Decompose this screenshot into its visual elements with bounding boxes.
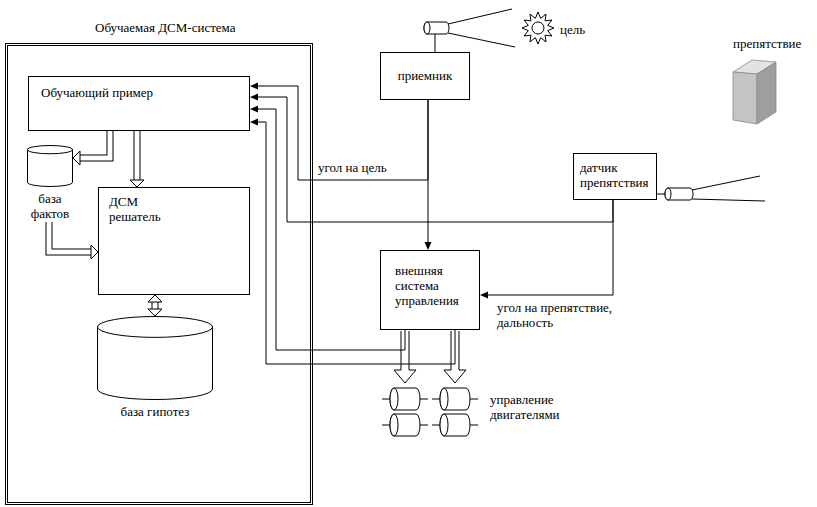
arrow-shaft-outline (134, 131, 141, 180)
cylinder-outline (97, 316, 213, 400)
database-label: база фактов (28, 191, 72, 221)
cylinder-top (98, 317, 213, 338)
box-label: ДСМ решатель (109, 194, 179, 224)
box-label: датчик препятствия (580, 160, 650, 190)
arrow-head (148, 309, 162, 316)
box-label: приемник (398, 68, 453, 83)
arrow-head (148, 295, 162, 302)
controller-box: внешняя система управления (380, 250, 480, 330)
part-label: цель (560, 22, 585, 37)
system-frame: Обучаемая ДСМ-системаОбучающий пример баз… (5, 20, 313, 505)
signal-arrow (425, 100, 432, 250)
signal-line (258, 86, 428, 180)
sensor-box: датчик препятствия (573, 153, 657, 200)
target-sun (522, 12, 554, 44)
arrow-shaft-fill (153, 302, 158, 309)
arrow-head (250, 94, 258, 101)
hollow-arrow (73, 131, 110, 165)
arrow-shaft-outline (49, 222, 91, 252)
camera-icon (424, 9, 515, 52)
signal-line (488, 200, 613, 295)
arrow-head (250, 119, 258, 126)
part-label: управление двигателями (490, 392, 580, 422)
receiver-box: приемник (380, 52, 470, 100)
hollow-arrow (49, 222, 98, 259)
process-box: ДСМ решатель (98, 187, 250, 295)
database-cylinder: база фактов (27, 145, 73, 222)
arrow-shaft-fill (135, 131, 140, 180)
process-box: Обучающий пример (28, 76, 250, 131)
arrow-shaft-fill (49, 222, 91, 252)
arrow-head (250, 83, 258, 90)
database-label: база гипотез (121, 404, 190, 419)
cylinder-top (28, 146, 73, 154)
part-label: препятствие (733, 36, 801, 51)
arrow-head (250, 106, 258, 113)
signal-line (428, 100, 429, 242)
arrow-head (73, 151, 80, 165)
arrow-shaft-outline (80, 131, 110, 158)
box-label: Обучающий пример (41, 85, 153, 100)
motor-symbol (382, 388, 478, 436)
box-label: внешняя система управления (395, 263, 465, 308)
signal-arrow (480, 200, 613, 299)
database-cylinder: база гипотез (97, 316, 213, 420)
cylinder-outline (27, 145, 73, 187)
signal-label: угол на препятствие, дальность (497, 300, 632, 330)
hollow-arrow (130, 131, 144, 187)
arrow-head (425, 242, 432, 250)
arrow-head (480, 292, 488, 299)
cylinder-caption: база гипотез (97, 316, 213, 420)
signal-arrow (250, 94, 613, 223)
camera-icon (657, 176, 765, 201)
arrow-shaft-fill (80, 131, 110, 158)
cylinder-body (28, 149, 73, 186)
hollow-arrow (148, 295, 162, 316)
cylinder-caption: база фактов (27, 145, 73, 222)
obstacle-prism (733, 60, 776, 124)
arrow-head (91, 245, 98, 259)
arrow-head (130, 180, 144, 187)
signal-label: угол на цель (318, 160, 387, 175)
arrow-shaft-outline (152, 302, 159, 309)
frame-heading: Обучаемая ДСМ-система (95, 20, 236, 35)
